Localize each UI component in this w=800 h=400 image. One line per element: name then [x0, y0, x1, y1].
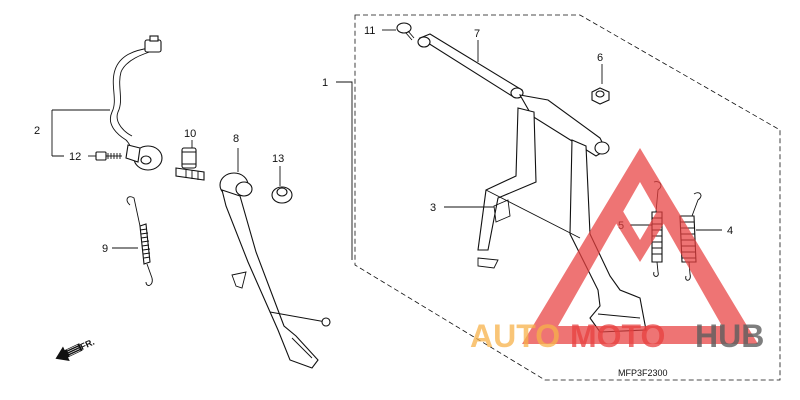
bolt-12 [95, 151, 122, 161]
side-stand-8 [219, 172, 331, 369]
diagram-code: MFP3F2300 [618, 368, 668, 378]
callout-7: 7 [474, 28, 480, 40]
watermark-text-moto: MOTO [570, 318, 665, 354]
pivot-bolt-10 [175, 147, 205, 181]
front-indicator-label: FR. [79, 337, 96, 352]
callout-10: 10 [184, 128, 196, 140]
watermark-triangle [522, 148, 758, 344]
callout-6: 6 [597, 52, 603, 64]
spring-9 [126, 196, 153, 286]
callout-2: 2 [34, 125, 40, 137]
callout-13: 13 [272, 153, 284, 165]
callout-4: 4 [727, 225, 733, 237]
watermark-logo [522, 148, 758, 344]
leader-lines [51, 29, 722, 260]
callout-11: 11 [364, 25, 375, 37]
watermark-text-hub: HUB [695, 318, 764, 354]
assembly-outline [354, 14, 781, 381]
callout-12: 12 [69, 151, 81, 163]
nut-6 [591, 87, 610, 105]
callout-1: 1 [322, 77, 328, 89]
callout-8: 8 [233, 133, 239, 145]
watermark-text-auto: AUTO [470, 318, 560, 354]
front-arrow-icon [55, 343, 83, 361]
bolt-11 [396, 22, 415, 41]
callout-3: 3 [430, 202, 436, 214]
collar-13 [271, 186, 293, 204]
callout-9: 9 [102, 243, 108, 255]
main-stand-shaft-7 [417, 33, 524, 99]
sidestand-switch [110, 35, 163, 171]
